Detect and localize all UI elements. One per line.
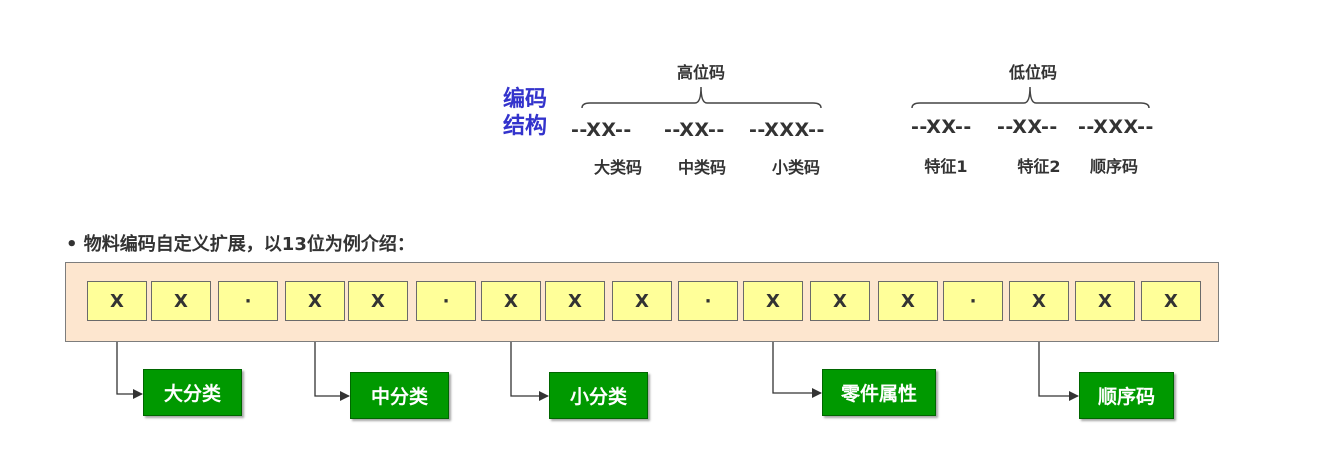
category-part-attribute: 零件属性 [822,369,936,416]
segment-label-3: 小类码 [771,158,820,177]
low-group-title: 低位码 [1008,63,1057,82]
code-cell-17: X [1141,281,1201,321]
connector-1 [116,321,143,399]
code-cell-9: X [612,281,672,321]
code-cell-8: X [545,281,605,321]
segment-label-6: 顺序码 [1089,157,1138,176]
category-major: 大分类 [143,369,242,416]
structure-title-line2: 结构 [503,114,548,139]
connector-2 [314,321,350,401]
intro-bullet: • [66,234,78,255]
segment-code-2: --XX-- [664,119,725,141]
segment-code-4: --XX-- [911,116,972,138]
code-cell-10: · [678,281,738,321]
segment-label-2: 中类码 [677,158,726,177]
code-cell-13: X [878,281,938,321]
intro-text: 物料编码自定义扩展，以13位为例介绍： [83,234,415,255]
connector-5 [1038,321,1079,401]
segment-code-1: --XX-- [571,119,632,141]
segment-label-5: 特征2 [1017,157,1061,176]
code-cell-7: X [481,281,541,321]
category-medium: 中分类 [350,372,449,419]
structure-title-line1: 编码 [503,87,548,112]
high-group-brace [581,86,822,109]
code-cell-6: · [416,281,476,321]
category-sequence: 顺序码 [1079,372,1174,419]
low-group-brace [911,86,1150,109]
segment-code-5: --XX-- [997,116,1058,138]
code-cell-2: X [151,281,211,321]
code-cell-12: X [810,281,870,321]
code-cell-14: · [943,281,1003,321]
code-cell-15: X [1009,281,1069,321]
segment-code-3: --XXX-- [749,119,825,141]
code-cell-1: X [87,281,147,321]
high-group-title: 高位码 [676,63,725,82]
code-cell-4: X [285,281,345,321]
segment-code-6: --XXX-- [1078,116,1154,138]
code-cell-3: · [218,281,278,321]
connector-4 [772,321,822,398]
connector-3 [510,321,549,401]
segment-label-4: 特征1 [924,157,968,176]
intro-line: • 物料编码自定义扩展，以13位为例介绍： [66,230,415,256]
category-minor: 小分类 [549,372,648,419]
segment-label-1: 大类码 [593,158,642,177]
code-cell-11: X [743,281,803,321]
code-cell-5: X [348,281,408,321]
code-cell-16: X [1075,281,1135,321]
